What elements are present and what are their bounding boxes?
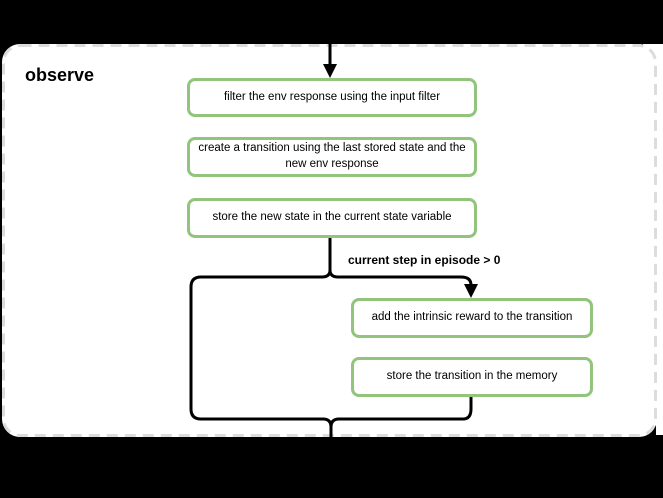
branch-left-skip-line: [189, 269, 333, 451]
flow-step-add-intrinsic-reward: add the intrinsic reward to the transiti…: [351, 298, 593, 338]
flow-step-store-new-state: store the new state in the current state…: [187, 198, 477, 238]
group-title: observe: [25, 65, 95, 85]
card-right-edge-fill: [656, 50, 663, 435]
entry-arrowhead-down-icon: [323, 64, 337, 78]
flow-step-create-transition: create a transition using the last store…: [187, 137, 477, 177]
flow-step-filter-env-response: filter the env response using the input …: [187, 78, 477, 117]
branch-return-line: [329, 397, 473, 428]
condition-label: current step in episode > 0: [348, 253, 501, 267]
branch-arrowhead-down-icon: [464, 284, 478, 298]
flow-step-label: store the transition in the memory: [386, 370, 558, 383]
branch-right-line: [328, 269, 473, 286]
flow-step-label: store the new state in the current state…: [212, 211, 452, 224]
flow-step-store-transition-memory: store the transition in the memory: [351, 357, 593, 397]
flow-step-label: create a transition using the last store…: [198, 142, 466, 170]
flow-step-label: add the intrinsic reward to the transiti…: [371, 311, 573, 324]
flow-step-label: filter the env response using the input …: [223, 90, 441, 103]
